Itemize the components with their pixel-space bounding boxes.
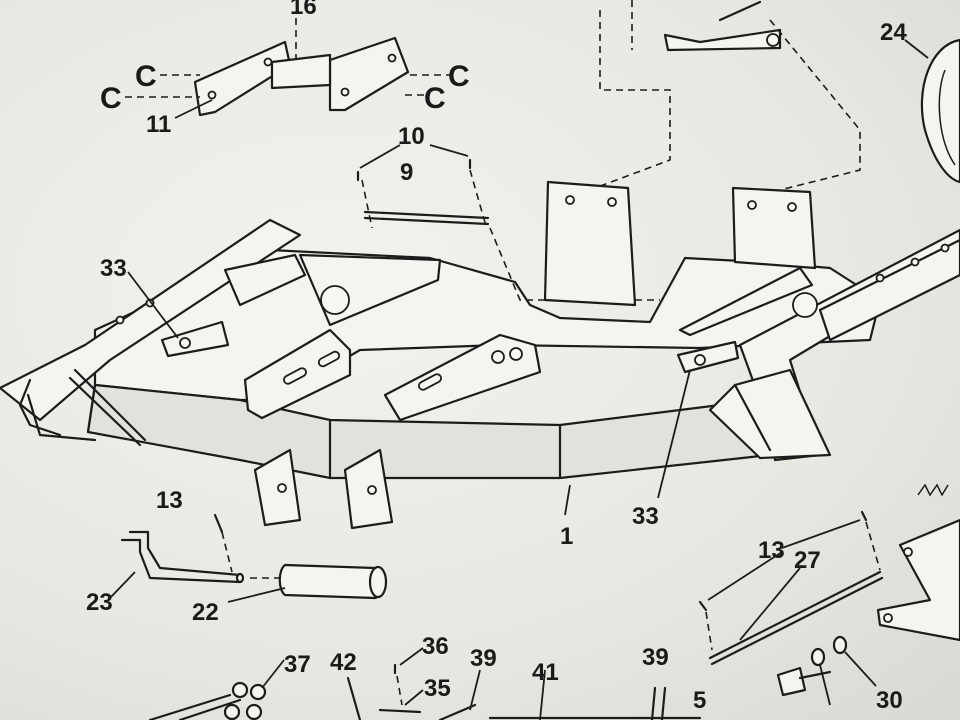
- callout-labels: 16 11 C C C C 10 9 24 33 33 1 13 13 23 2…: [86, 0, 907, 714]
- callout-1: 1: [560, 523, 573, 550]
- callout-22: 22: [192, 599, 219, 626]
- callout-11: 11: [146, 111, 171, 138]
- callout-c-upper-left: C: [135, 60, 157, 93]
- callout-16: 16: [290, 0, 317, 20]
- handle-and-roller: [120, 513, 388, 600]
- callout-36: 36: [422, 633, 449, 660]
- callout-23: 23: [86, 589, 113, 616]
- callout-39-right: 39: [642, 644, 669, 671]
- bracket-assembly-11: [125, 18, 450, 117]
- callout-c-upper-right: C: [448, 60, 470, 93]
- callout-13-left: 13: [156, 487, 183, 514]
- callout-c-lower-right: C: [424, 82, 446, 115]
- callout-24: 24: [880, 19, 907, 46]
- callout-5: 5: [693, 687, 706, 714]
- pin-rod-9: [356, 144, 490, 229]
- callout-10: 10: [398, 123, 425, 150]
- upper-rods: [489, 0, 960, 301]
- callout-37: 37: [284, 651, 311, 678]
- callout-39-left: 39: [470, 645, 497, 672]
- leader-lines: [109, 39, 929, 720]
- bottom-hardware: [148, 663, 702, 720]
- callout-30: 30: [876, 687, 903, 714]
- callout-9: 9: [400, 159, 413, 186]
- callout-c-lower-left: C: [100, 82, 122, 115]
- callout-33-left: 33: [100, 255, 127, 282]
- callout-41: 41: [532, 659, 559, 686]
- callout-35: 35: [424, 675, 451, 702]
- callout-42: 42: [330, 649, 357, 676]
- callout-33-right: 33: [632, 503, 659, 530]
- callout-27: 27: [794, 547, 821, 574]
- deck-frame: [0, 180, 960, 530]
- linkage-rod-27: [698, 483, 960, 697]
- callout-13-right: 13: [758, 537, 785, 564]
